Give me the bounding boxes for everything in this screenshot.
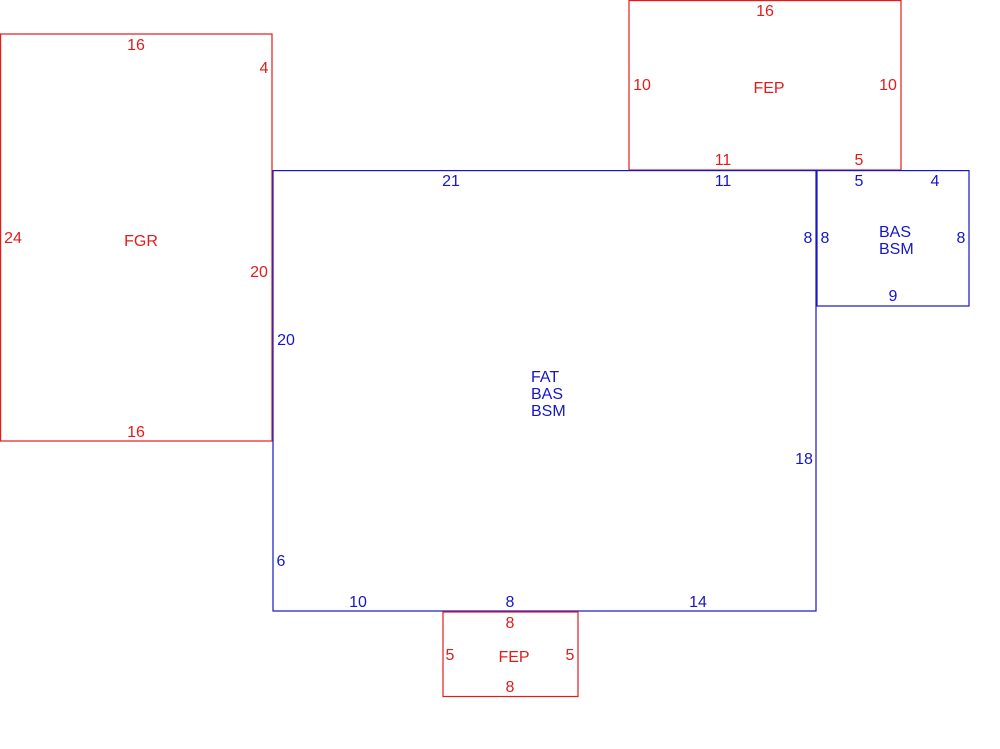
main-bottom-mid-dim: 8 <box>506 594 515 611</box>
rear-porch-left-dim: 10 <box>633 77 651 94</box>
front-porch-label: FEP <box>498 649 529 666</box>
front-porch-top-dim: 8 <box>506 615 515 632</box>
rear-porch-label: FEP <box>753 80 784 97</box>
side-top-right-dim: 4 <box>931 173 940 190</box>
main-right-lower-dim: 18 <box>795 451 813 468</box>
garage-left-dim: 24 <box>4 230 22 247</box>
side-area: BAS BSM 5 4 8 8 9 <box>816 170 970 307</box>
rear-porch-right-dim: 10 <box>879 77 897 94</box>
side-area-label-2: BSM <box>879 241 914 258</box>
side-right-dim: 8 <box>957 230 966 247</box>
main-top-left-dim: 21 <box>442 173 460 190</box>
side-bottom-dim: 9 <box>889 288 898 305</box>
side-area-label-1: BAS <box>879 224 911 241</box>
front-porch-right-dim: 5 <box>566 647 575 664</box>
garage-top-right-dim: 4 <box>260 60 269 77</box>
front-porch-outline <box>442 611 579 698</box>
main-area-outline <box>272 170 817 612</box>
side-area-outline <box>816 170 970 307</box>
side-left-dim: 8 <box>821 230 830 247</box>
rear-porch-bottom-left-dim: 11 <box>715 152 732 169</box>
main-bottom-left-dim: 10 <box>349 594 367 611</box>
front-porch-bottom-dim: 8 <box>506 679 515 696</box>
rear-porch-top-dim: 16 <box>756 3 774 20</box>
main-right-upper-dim: 8 <box>804 230 813 247</box>
main-top-right-dim: 11 <box>715 173 732 190</box>
main-area-label-3: BSM <box>531 403 566 420</box>
main-left-lower-dim: 6 <box>277 553 286 570</box>
main-area: FAT BAS BSM 21 11 20 6 8 18 10 8 14 <box>272 170 817 612</box>
main-left-upper-dim: 20 <box>277 332 295 349</box>
front-porch-area: FEP 8 5 5 8 <box>442 611 579 698</box>
garage-bottom-dim: 16 <box>127 424 145 441</box>
garage-right-dim: 20 <box>250 264 268 281</box>
rear-porch-area: FEP 16 10 10 11 5 <box>628 0 902 171</box>
main-area-label-2: BAS <box>531 386 563 403</box>
main-bottom-right-dim: 14 <box>689 594 707 611</box>
garage-outline <box>0 33 273 442</box>
garage-area: FGR 16 4 24 20 16 <box>0 33 273 442</box>
front-porch-left-dim: 5 <box>446 647 455 664</box>
garage-top-dim: 16 <box>127 37 145 54</box>
rear-porch-bottom-right-dim: 5 <box>855 152 864 169</box>
side-top-left-dim: 5 <box>855 173 864 190</box>
main-area-label-1: FAT <box>531 369 559 386</box>
garage-label: FGR <box>124 233 158 250</box>
